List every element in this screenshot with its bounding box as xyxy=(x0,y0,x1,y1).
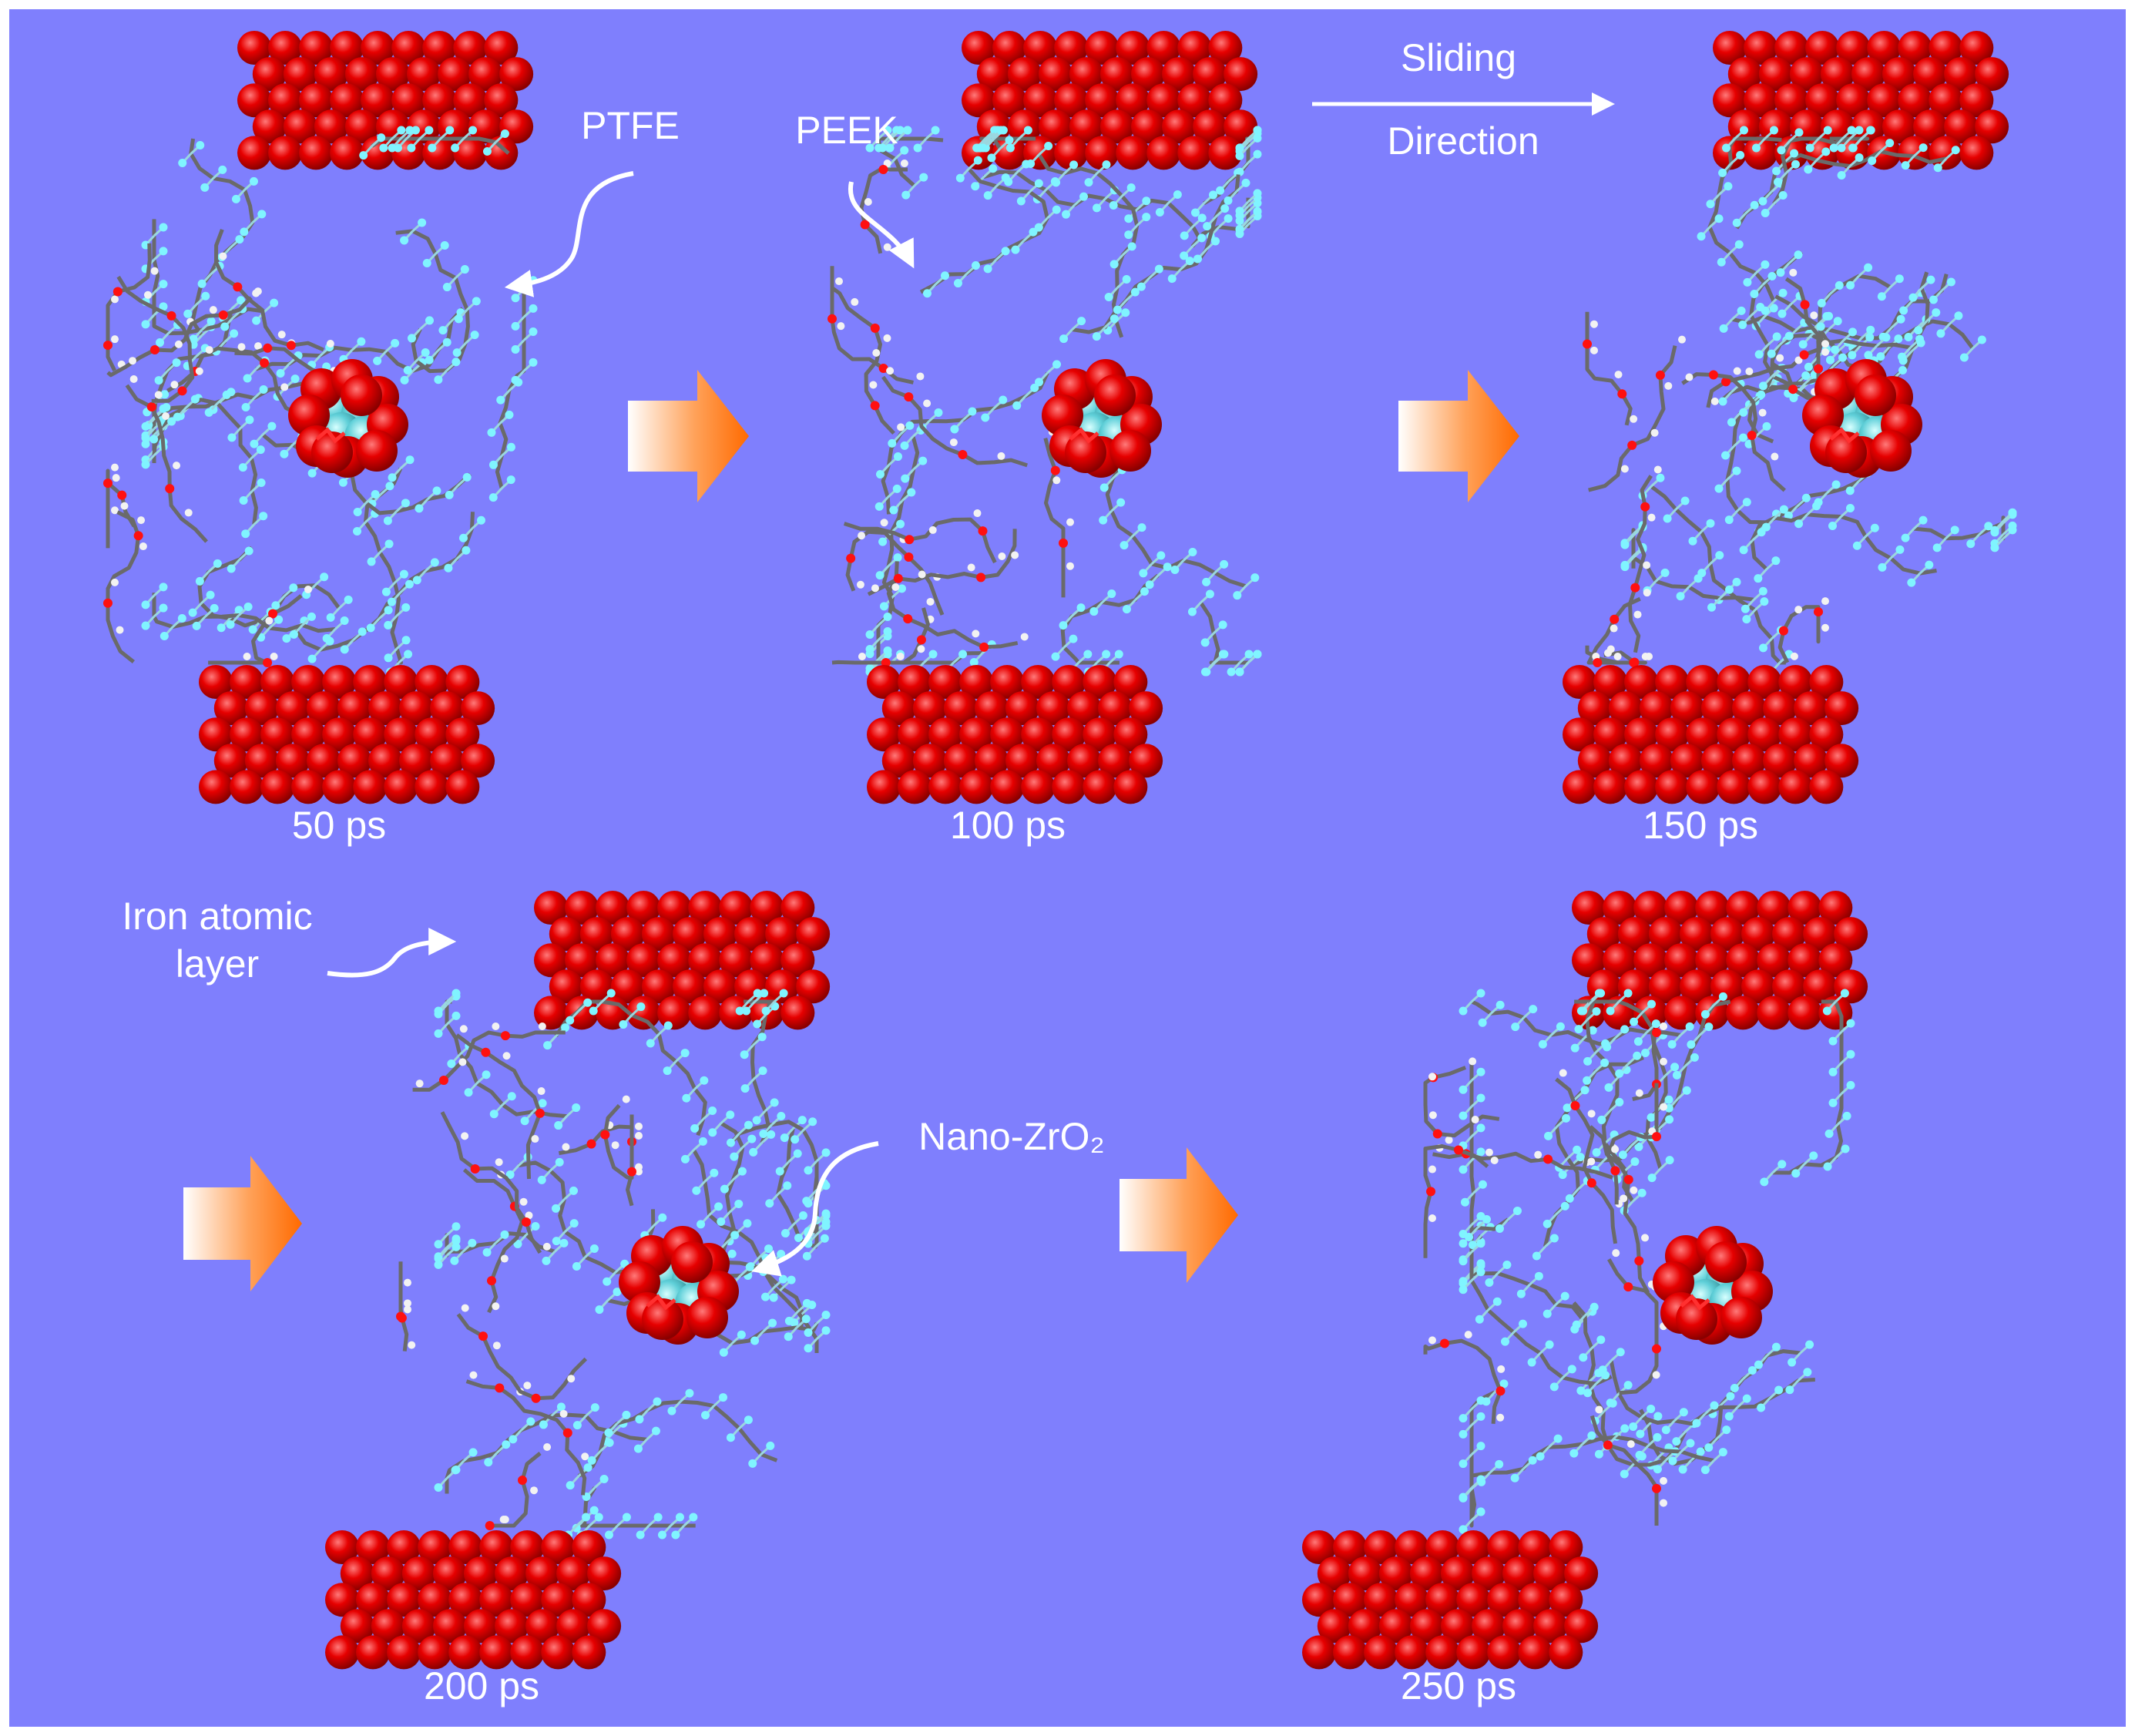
direction-label: Direction xyxy=(1387,119,1539,163)
iron-layer xyxy=(237,31,534,170)
peek-chains xyxy=(1423,1022,1667,1526)
frame-200ps xyxy=(325,891,831,1670)
peek-chains xyxy=(1583,268,1829,667)
frame-50ps xyxy=(103,31,538,804)
nano-zro2-callout-arrow-icon xyxy=(751,1141,879,1277)
time-label: 50 ps xyxy=(292,804,386,847)
sliding-label: Sliding xyxy=(1401,36,1516,79)
iron-layer xyxy=(867,665,1163,804)
iron-layer-callout-arrow-icon xyxy=(327,928,457,978)
nano-zro2-cluster xyxy=(619,1226,739,1345)
time-label: 100 ps xyxy=(950,804,1066,847)
frame-150ps xyxy=(1563,31,2017,804)
peek-label: PEEK xyxy=(795,109,898,152)
progress-arrow-icon xyxy=(1120,1147,1238,1283)
nano-zro2-cluster xyxy=(1653,1226,1773,1345)
nano-zro2-label: Nano-ZrO₂ xyxy=(918,1115,1105,1158)
frame-250ps xyxy=(1302,891,1868,1670)
nano-zro2-cluster xyxy=(1802,359,1922,478)
nano-zro2-cluster xyxy=(1042,359,1162,478)
time-label: 150 ps xyxy=(1643,804,1758,847)
iron-layer xyxy=(1563,665,1859,804)
iron-layer xyxy=(199,665,495,804)
progress-arrow-icon xyxy=(183,1156,302,1291)
iron-layer-label-line2: layer xyxy=(176,942,259,986)
time-label: 250 ps xyxy=(1401,1664,1516,1707)
ptfe-chains xyxy=(1459,989,1855,1534)
ptfe-callout-arrow-icon xyxy=(504,171,634,297)
progress-arrow-icon xyxy=(628,370,749,502)
iron-layer xyxy=(962,31,1258,170)
peek-callout-arrow-icon xyxy=(848,181,915,269)
iron-layer xyxy=(1302,1530,1599,1670)
frame-100ps xyxy=(827,31,1262,804)
nano-zro2-cluster xyxy=(288,359,408,478)
peek-chains xyxy=(396,1022,643,1530)
peek-chains xyxy=(827,159,1074,667)
iron-layer xyxy=(1713,31,2009,170)
ptfe-label: PTFE xyxy=(581,104,680,147)
iron-layer-label-line1: Iron atomic xyxy=(122,895,312,938)
background-panel xyxy=(9,9,2126,1727)
iron-layer xyxy=(1572,891,1868,1030)
ptfe-chains xyxy=(865,126,1262,677)
iron-layer xyxy=(325,1530,622,1670)
peek-chains xyxy=(103,229,350,667)
time-label: 200 ps xyxy=(424,1664,539,1707)
progress-arrow-icon xyxy=(1398,370,1519,502)
